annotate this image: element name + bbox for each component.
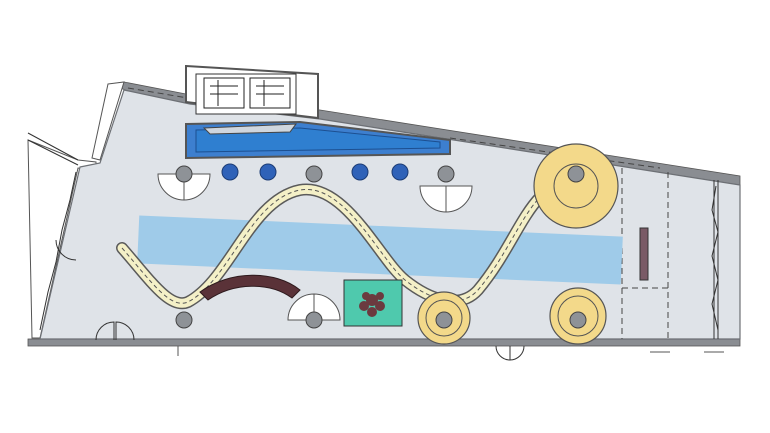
pool-structure (185, 64, 451, 160)
stall-fixtures (210, 80, 284, 106)
seating-fan (313, 293, 341, 321)
column (567, 165, 585, 183)
doors (55, 239, 525, 361)
screen-panel (639, 227, 649, 281)
seating-fan (445, 185, 473, 213)
left-rail (27, 132, 79, 161)
pad-ring (425, 299, 463, 337)
right-window-frame (711, 180, 719, 339)
column (437, 165, 455, 183)
circular-pad (533, 143, 619, 229)
column (175, 165, 193, 183)
planter-box (343, 279, 403, 327)
blue-discs (221, 163, 409, 181)
left-rail (27, 139, 79, 166)
pad-rings (425, 163, 599, 337)
pad-ring (553, 163, 599, 209)
changing-rooms (203, 77, 291, 109)
outer-wall-left-bump (91, 81, 125, 161)
stall (249, 77, 291, 109)
stall (203, 77, 245, 109)
blue-disc (351, 163, 369, 181)
outer-wall-bottom (27, 338, 741, 347)
blue-disc (259, 163, 277, 181)
seating-fans (157, 173, 473, 321)
column (305, 165, 323, 183)
window-zigzag (39, 171, 77, 331)
left-window-frame (27, 132, 79, 331)
walkway-centerline (121, 181, 576, 304)
blue-disc (391, 163, 409, 181)
column (305, 311, 323, 329)
dashed-line-top (127, 87, 189, 99)
curved-bench (199, 274, 301, 301)
pad-ring (557, 295, 599, 337)
window-zigzag (711, 185, 719, 331)
double-door (95, 321, 135, 341)
blue-disc (221, 163, 239, 181)
seating-fan (183, 173, 211, 201)
columns (175, 165, 587, 329)
single-door (55, 239, 77, 261)
bottom-marks (177, 346, 724, 356)
dashed-line-top-right (449, 137, 661, 169)
plant (359, 292, 385, 317)
double-door (495, 345, 525, 361)
pool-step (202, 123, 298, 135)
column (435, 311, 453, 329)
column (569, 311, 587, 329)
column (175, 311, 193, 329)
